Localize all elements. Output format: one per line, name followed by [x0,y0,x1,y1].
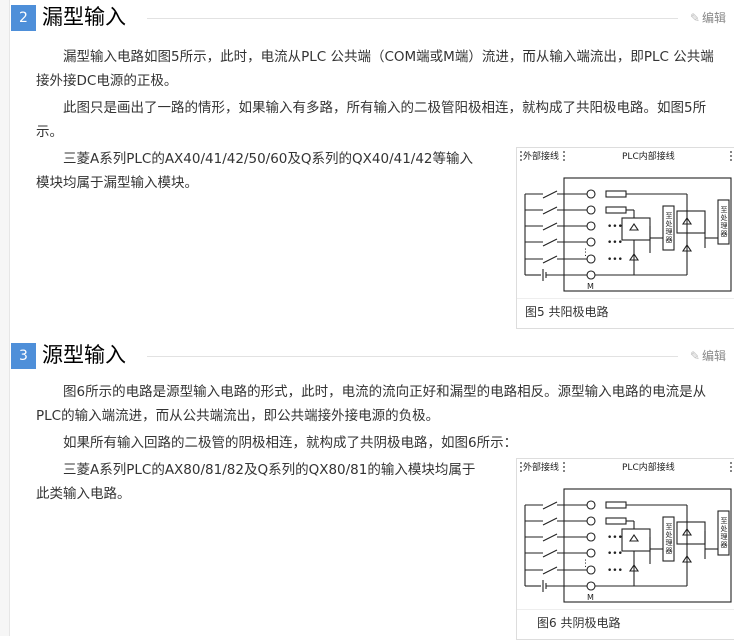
svg-text:•••: ••• [607,533,623,543]
paragraph: 图6所示的电路是源型输入电路的形式，此时，电流的流向正好和漏型的电路相反。源型输… [36,384,707,424]
section-number: 3 [11,343,36,369]
section-source-input: 3 源型输入 ✎编辑 图6所示的电路是源型输入电路的形式，此时，电流的流向正好和… [11,343,734,640]
pencil-icon: ✎ [689,11,700,25]
circuit-lines [520,151,732,292]
m-terminal-label: M [587,593,594,602]
edit-label: 编辑 [701,11,726,25]
divider [147,356,678,357]
processor-label: 至处理器 [665,523,673,555]
paragraph: 三菱A系列PLC的AX80/81/82及Q系列的QX80/81的输入模块均属于此… [36,462,476,502]
section-number: 2 [11,5,36,31]
processor-label: 至处理器 [720,517,728,549]
svg-text:•••: ••• [607,566,623,576]
internal-wiring-label: PLC内部接线 [622,461,675,473]
svg-text:•••: ••• [607,238,623,248]
pencil-icon: ✎ [689,349,700,363]
figure-caption: 图5 共阳极电路 [517,298,734,328]
circuit-svg: 外部接线 PLC内部接线 ••• ••• ••• M ⋮ [520,461,732,603]
section-sink-input: 2 漏型输入 ✎编辑 漏型输入电路如图5所示，此时，电流从PLC 公共端（COM… [11,5,734,329]
edit-link[interactable]: ✎编辑 [690,9,726,26]
figure-caption: 图6 共阴极电路 [517,609,734,639]
circuit-lines [520,462,732,603]
section-title: 漏型输入 [42,5,126,29]
edit-link[interactable]: ✎编辑 [690,347,726,364]
edit-label: 编辑 [701,349,726,363]
paragraph: 漏型输入电路如图5所示，此时，电流从PLC 公共端（COM端或M端）流进，而从输… [36,49,714,89]
left-rail [0,0,10,636]
svg-text:•••: ••• [607,255,623,265]
processor-label: 至处理器 [665,212,673,244]
circuit-diagram: 外部接线 PLC内部接线 ••• ••• ••• M ⋮ 至处理器 至处理器 [517,148,734,298]
svg-text:⋮: ⋮ [581,559,590,569]
circuit-diagram: 外部接线 PLC内部接线 ••• ••• ••• M ⋮ 至处理器 至处理器 [517,459,734,609]
figure-6: 外部接线 PLC内部接线 ••• ••• ••• M ⋮ 至处理器 至处理器 图6 共阴极电… [516,458,734,640]
section-title: 源型输入 [42,343,126,367]
svg-text:⋮: ⋮ [581,248,590,258]
external-wiring-label: 外部接线 [523,461,559,473]
processor-label: 至处理器 [720,206,728,238]
divider [147,18,678,19]
internal-wiring-label: PLC内部接线 [622,150,675,162]
svg-text:•••: ••• [607,222,623,232]
m-terminal-label: M [587,282,594,291]
paragraph: 如果所有输入回路的二极管的阴极相连，就构成了共阴极电路，如图6所示： [63,435,518,451]
external-wiring-label: 外部接线 [523,150,559,162]
svg-text:•••: ••• [607,549,623,559]
circuit-svg: 外部接线 PLC内部接线 ••• ••• ••• M ⋮ [520,150,732,292]
paragraph: 三菱A系列PLC的AX40/41/42/50/60及Q系列的QX40/41/42… [36,151,474,191]
paragraph: 此图只是画出了一路的情形，如果输入有多路，所有输入的二极管阳极相连，就构成了共阳… [36,100,707,140]
figure-5: 外部接线 PLC内部接线 ••• ••• ••• M ⋮ 至处理器 至处理器 图5 共阳极电… [516,147,734,329]
